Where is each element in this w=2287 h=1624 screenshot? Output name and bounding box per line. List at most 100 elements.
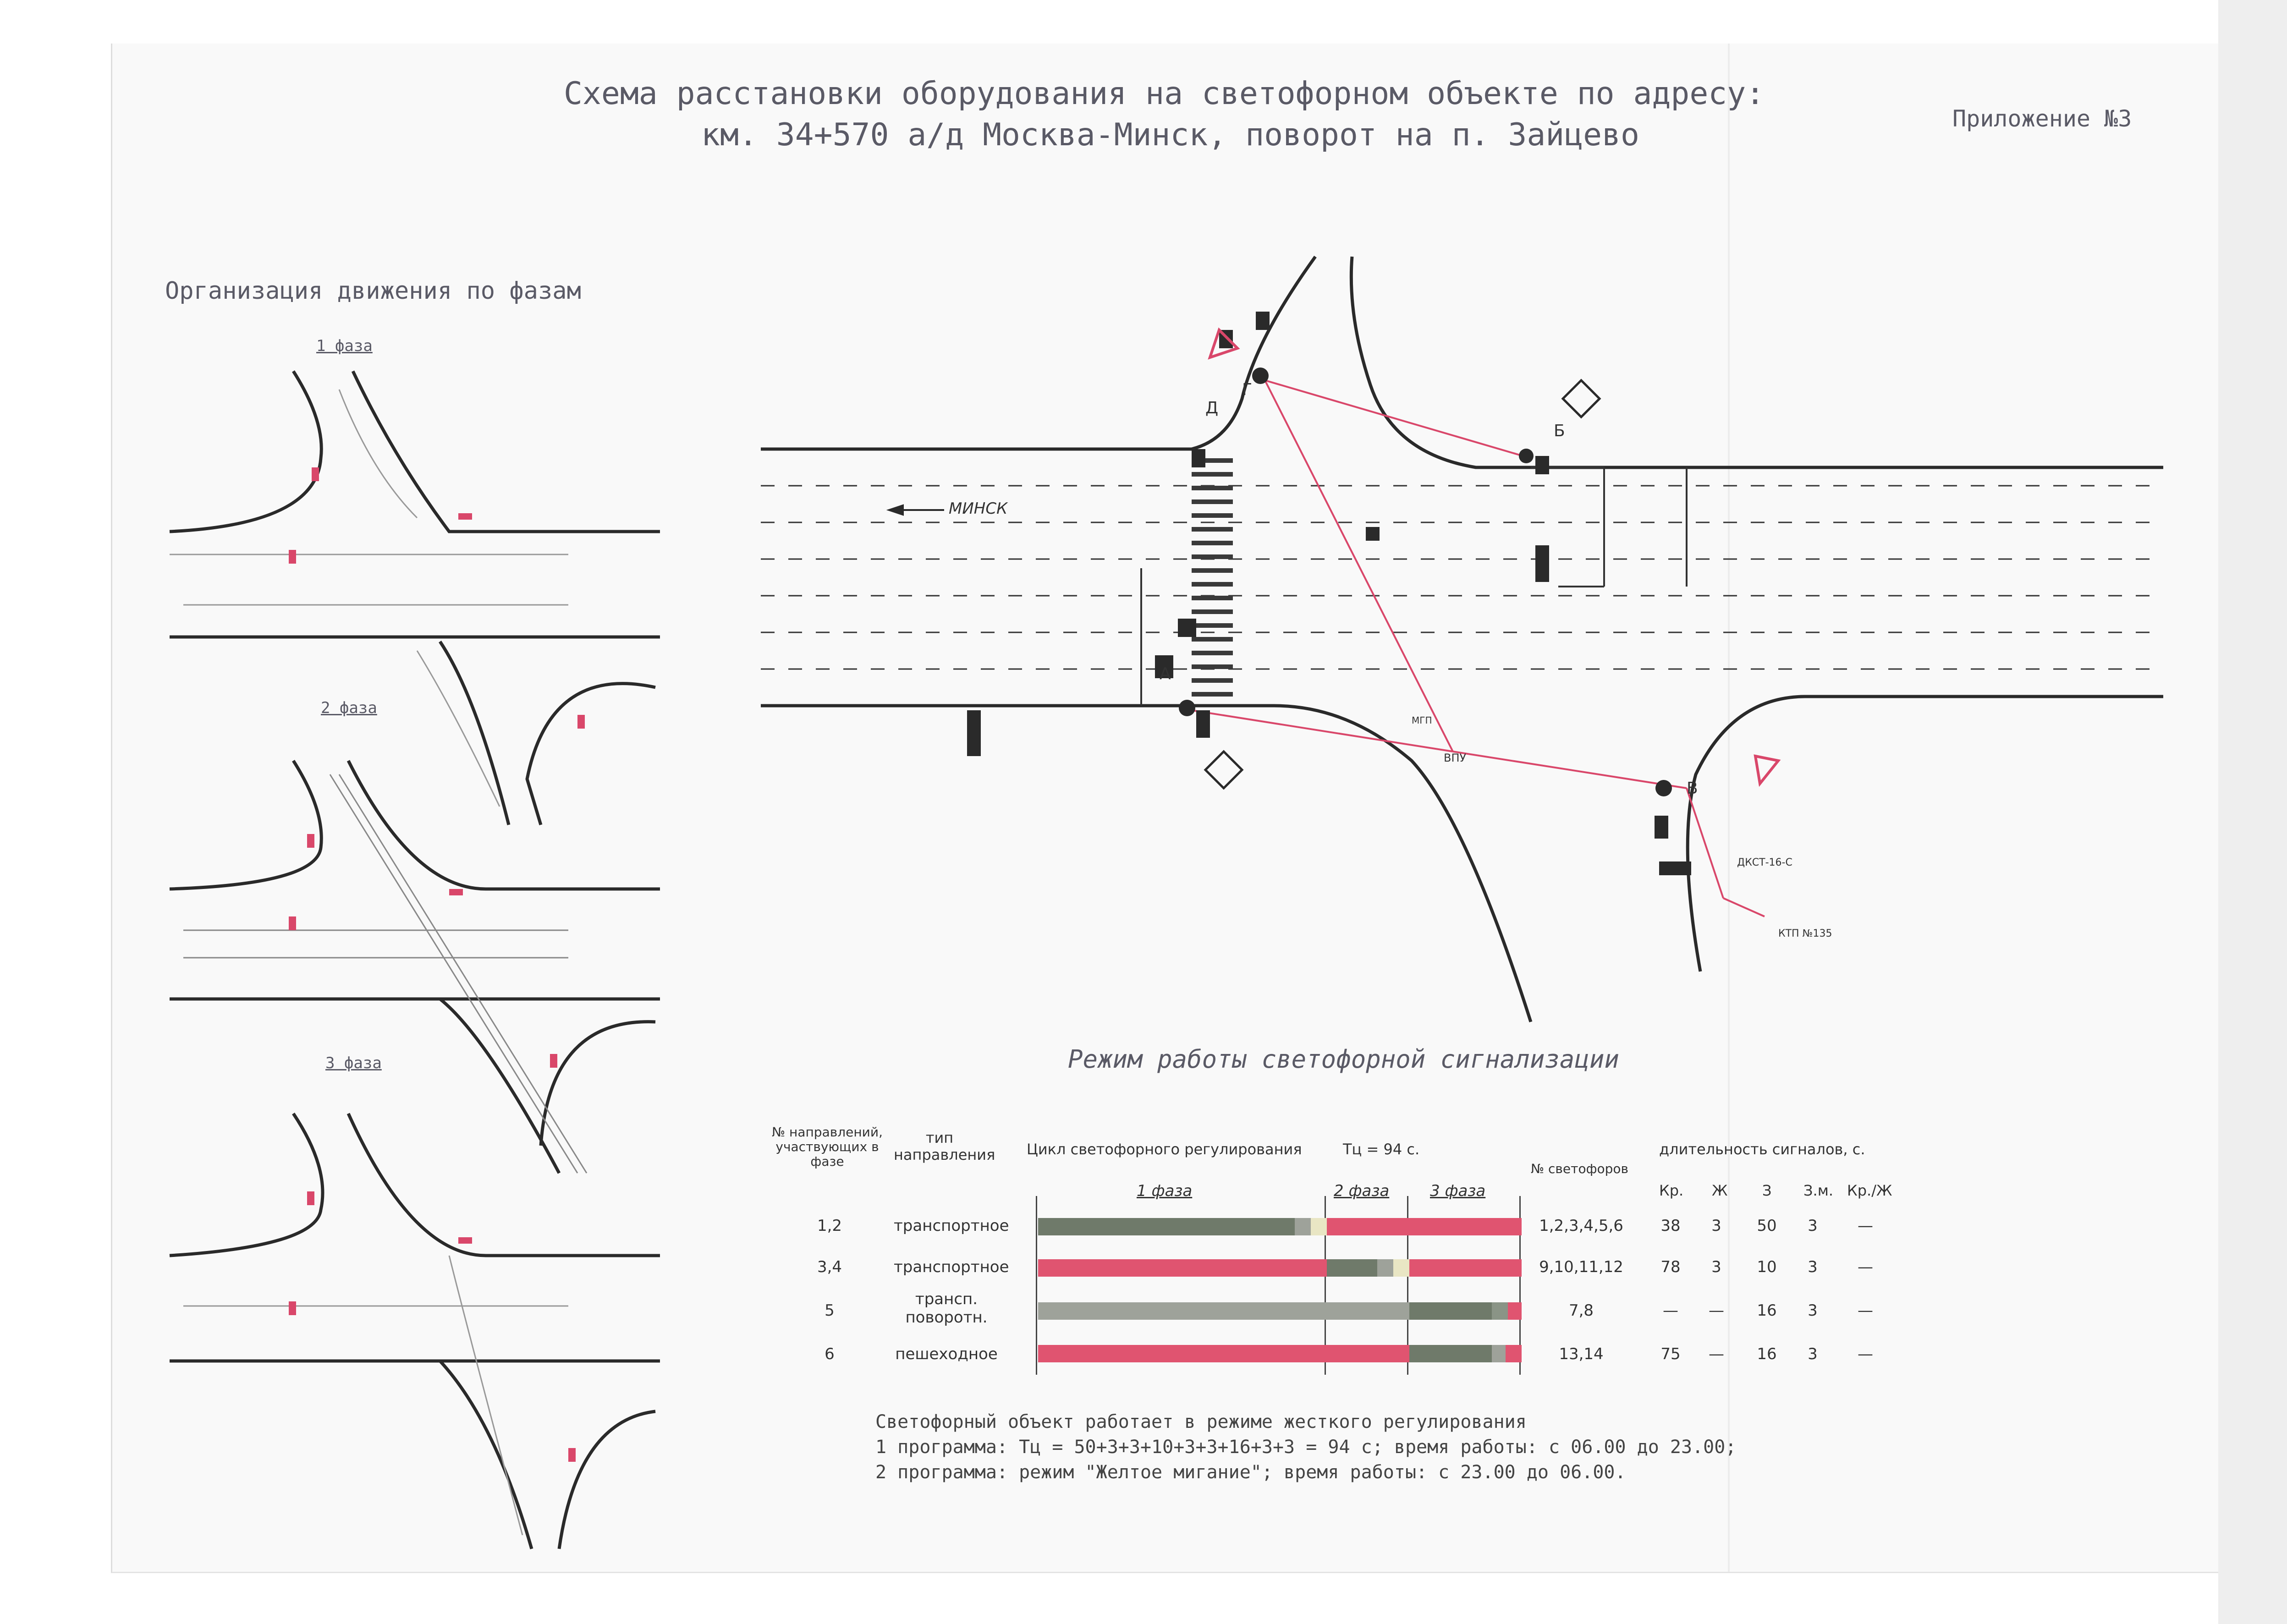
row2-krzh: — xyxy=(1858,1258,1873,1276)
row3-type: трансп. поворотн. xyxy=(905,1290,988,1327)
phase2-label: 2 фаза xyxy=(321,699,377,717)
mgp-label: МГП xyxy=(1412,715,1432,726)
row3-zh: — xyxy=(1709,1301,1724,1320)
phase2-road-left xyxy=(169,760,323,891)
phase3-road-left xyxy=(169,1113,324,1257)
controller-label: ДКСТ-16-С xyxy=(1737,857,1792,868)
point-d: Д xyxy=(1205,399,1219,417)
row2-zm: 3 xyxy=(1808,1258,1818,1276)
col-duration-header: длительность сигналов, с. xyxy=(1659,1141,1865,1158)
phase1-road-top-right xyxy=(351,370,660,533)
col-cycle-header: Цикл светофорного регулирования xyxy=(1027,1141,1302,1158)
title-line-2: км. 34+570 а/д Москва-Минск, поворот на … xyxy=(701,117,1639,153)
col-type-header: тип направления xyxy=(894,1129,995,1163)
sub-phase2: 2 фаза xyxy=(1334,1182,1390,1200)
signal-mode-heading: Режим работы светофорной сигнализации xyxy=(1068,1045,1619,1074)
intersection-scheme xyxy=(761,255,2163,1023)
phase3-label: 3 фаза xyxy=(325,1054,382,1072)
row4-zm: 3 xyxy=(1808,1345,1818,1363)
row2-yellow xyxy=(1393,1259,1409,1277)
sub-kr: Кр. xyxy=(1659,1182,1684,1199)
row1-type: транспортное xyxy=(894,1217,1009,1235)
row1-green-blink xyxy=(1295,1218,1311,1235)
vpu-label: ВПУ xyxy=(1444,752,1467,764)
row3-krzh: — xyxy=(1858,1301,1873,1320)
divider-phase3 xyxy=(1407,1196,1408,1375)
road-bottom-left-edge xyxy=(761,704,1533,1023)
row3-bars xyxy=(1038,1302,1522,1320)
divider-phase2 xyxy=(1325,1196,1326,1375)
substation-label: КТП №135 xyxy=(1778,928,1832,939)
row1-green xyxy=(1038,1218,1295,1235)
row4-krzh: — xyxy=(1858,1345,1873,1363)
row2-green-blink xyxy=(1377,1259,1393,1277)
row3-lights: 7,8 xyxy=(1568,1301,1594,1320)
row2-kr: 78 xyxy=(1660,1258,1681,1276)
row1-yellow xyxy=(1311,1218,1327,1235)
row3-tail xyxy=(1508,1302,1522,1320)
note-line-2: 1 программа: Тц = 50+3+3+10+3+3+16+3+3 =… xyxy=(875,1437,1737,1458)
paper-fold xyxy=(1728,44,1730,1572)
row2-zh: 3 xyxy=(1711,1258,1721,1276)
row4-red xyxy=(1038,1345,1409,1362)
divider-start xyxy=(1036,1196,1037,1375)
col-directions-header: № направлений, участвующих в фазе xyxy=(772,1125,883,1169)
note-line-3: 2 программа: режим "Желтое мигание"; вре… xyxy=(875,1462,1626,1483)
row2-z: 10 xyxy=(1757,1258,1777,1276)
row4-green xyxy=(1409,1345,1492,1362)
row1-zm: 3 xyxy=(1808,1217,1818,1235)
point-b: Б xyxy=(1554,422,1565,440)
row2-red-2 xyxy=(1409,1259,1522,1277)
row3-z: 16 xyxy=(1757,1301,1777,1320)
point-g: Г xyxy=(1242,380,1252,399)
phase1-road-right-curve xyxy=(525,682,656,826)
row4-z: 16 xyxy=(1757,1345,1777,1363)
timeline-bounds xyxy=(1036,1196,1522,1375)
phase1-road-left-edge xyxy=(169,370,323,533)
row4-kr: 75 xyxy=(1660,1345,1681,1363)
phase3-road-top-right xyxy=(346,1113,660,1257)
row1-red xyxy=(1327,1218,1522,1235)
row2-bars xyxy=(1038,1259,1522,1277)
scanner-edge xyxy=(2218,0,2287,1624)
title-line-1: Схема расстановки оборудования на светоф… xyxy=(564,76,1765,112)
road-bottom-right-edge xyxy=(1686,695,2163,972)
sub-zh: Ж xyxy=(1712,1182,1728,1199)
row3-zm: 3 xyxy=(1808,1301,1818,1320)
road-top-right-edge xyxy=(1349,256,2163,469)
col-lights-header: № светофоров xyxy=(1531,1161,1629,1176)
point-a: А xyxy=(1160,664,1171,683)
row3-grey xyxy=(1038,1302,1409,1320)
phase2-road-top-right xyxy=(346,760,660,891)
point-v: В xyxy=(1687,779,1698,798)
row1-zh: 3 xyxy=(1711,1217,1721,1235)
row1-kr: 38 xyxy=(1660,1217,1681,1235)
row3-dirs: 5 xyxy=(825,1301,835,1320)
row4-bars xyxy=(1038,1345,1522,1362)
sub-zm: З.м. xyxy=(1803,1182,1833,1199)
row4-lights: 13,14 xyxy=(1559,1345,1604,1363)
row1-lights: 1,2,3,4,5,6 xyxy=(1539,1217,1623,1235)
row3-kr: — xyxy=(1663,1301,1678,1320)
row2-dirs: 3,4 xyxy=(817,1258,842,1276)
row4-dirs: 6 xyxy=(825,1345,835,1363)
row4-zh: — xyxy=(1709,1345,1724,1363)
row1-bars xyxy=(1038,1218,1522,1235)
phase1-label: 1 фаза xyxy=(316,337,373,355)
sub-phase1: 1 фаза xyxy=(1137,1182,1193,1200)
sub-z: З xyxy=(1762,1182,1772,1199)
row2-lights: 9,10,11,12 xyxy=(1539,1258,1623,1276)
road-top-left-edge xyxy=(761,255,1317,451)
minsk-label: МИНСК xyxy=(949,499,1008,518)
row2-red-1 xyxy=(1038,1259,1327,1277)
row3-green-blink xyxy=(1492,1302,1508,1320)
divider-end xyxy=(1519,1196,1521,1375)
sub-krzh: Кр./Ж xyxy=(1847,1182,1892,1199)
row1-z: 50 xyxy=(1757,1217,1777,1235)
note-line-1: Светофорный объект работает в режиме жес… xyxy=(875,1411,1527,1432)
cycle-value: Тц = 94 с. xyxy=(1343,1141,1420,1158)
sub-phase3: 3 фаза xyxy=(1430,1182,1486,1200)
row1-dirs: 1,2 xyxy=(817,1217,842,1235)
phase-diagrams xyxy=(169,370,660,1549)
appendix-label: Приложение №3 xyxy=(1952,105,2132,132)
